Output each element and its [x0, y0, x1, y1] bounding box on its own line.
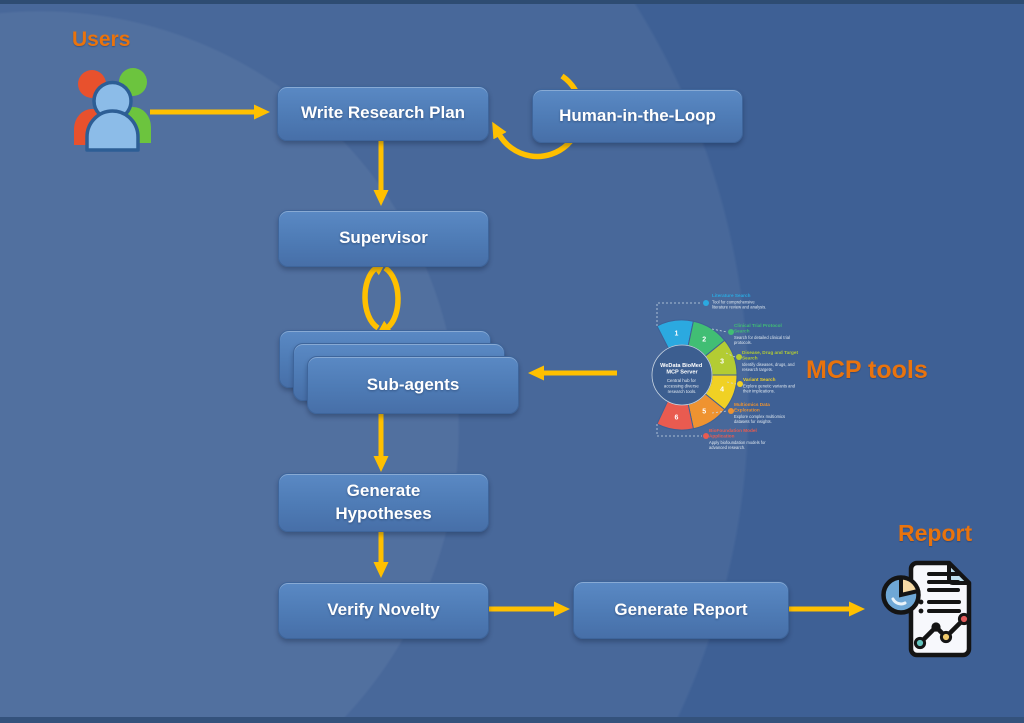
svg-text:3: 3 [720, 358, 724, 365]
svg-text:6: 6 [675, 415, 679, 422]
svg-text:1: 1 [675, 330, 679, 337]
generate-hypotheses-label: Generate Hypotheses [335, 481, 432, 523]
generate-hypotheses-box: Generate Hypotheses [278, 473, 489, 532]
human-in-the-loop-box: Human-in-the-Loop [532, 89, 743, 143]
report-label: Report [898, 520, 973, 546]
users-icon [70, 62, 156, 157]
supervisor-label: Supervisor [339, 228, 428, 248]
write-research-plan-label: Write Research Plan [300, 103, 466, 123]
svg-text:WeData BioMed MCP Se: WeData BioMed MCP Server [660, 363, 704, 376]
generate-report-box: Generate Report [573, 581, 789, 639]
users-label: Users [72, 28, 131, 51]
mcp-tools-label: MCP tools [806, 356, 928, 384]
verify-novelty-label: Verify Novelty [327, 600, 440, 620]
sub-agents-box: Sub-agents [307, 356, 519, 414]
svg-text:Central hub for acce: Central hub for accessing diverse resear… [664, 378, 700, 394]
mcp-server-icon: 1 2 3 4 5 6 WeData BioMed MCP Server Cen… [620, 285, 790, 475]
supervisor-box: Supervisor [278, 210, 489, 267]
generate-report-label: Generate Report [614, 599, 748, 619]
svg-text:4: 4 [720, 387, 724, 394]
svg-text:2: 2 [702, 336, 706, 343]
mcp-center-circle [651, 344, 713, 406]
human-in-the-loop-label: Human-in-the-Loop [559, 105, 716, 125]
supervisor-cycle-arrow-left [362, 259, 388, 331]
report-icon [880, 555, 982, 665]
svg-text:5: 5 [702, 409, 706, 416]
supervisor-cycle-arrow-right [375, 265, 401, 337]
write-research-plan-box: Write Research Plan [277, 86, 489, 141]
mcp-label-dots [703, 300, 743, 439]
verify-novelty-box: Verify Novelty [278, 582, 489, 639]
sub-agents-label: Sub-agents [366, 374, 460, 394]
